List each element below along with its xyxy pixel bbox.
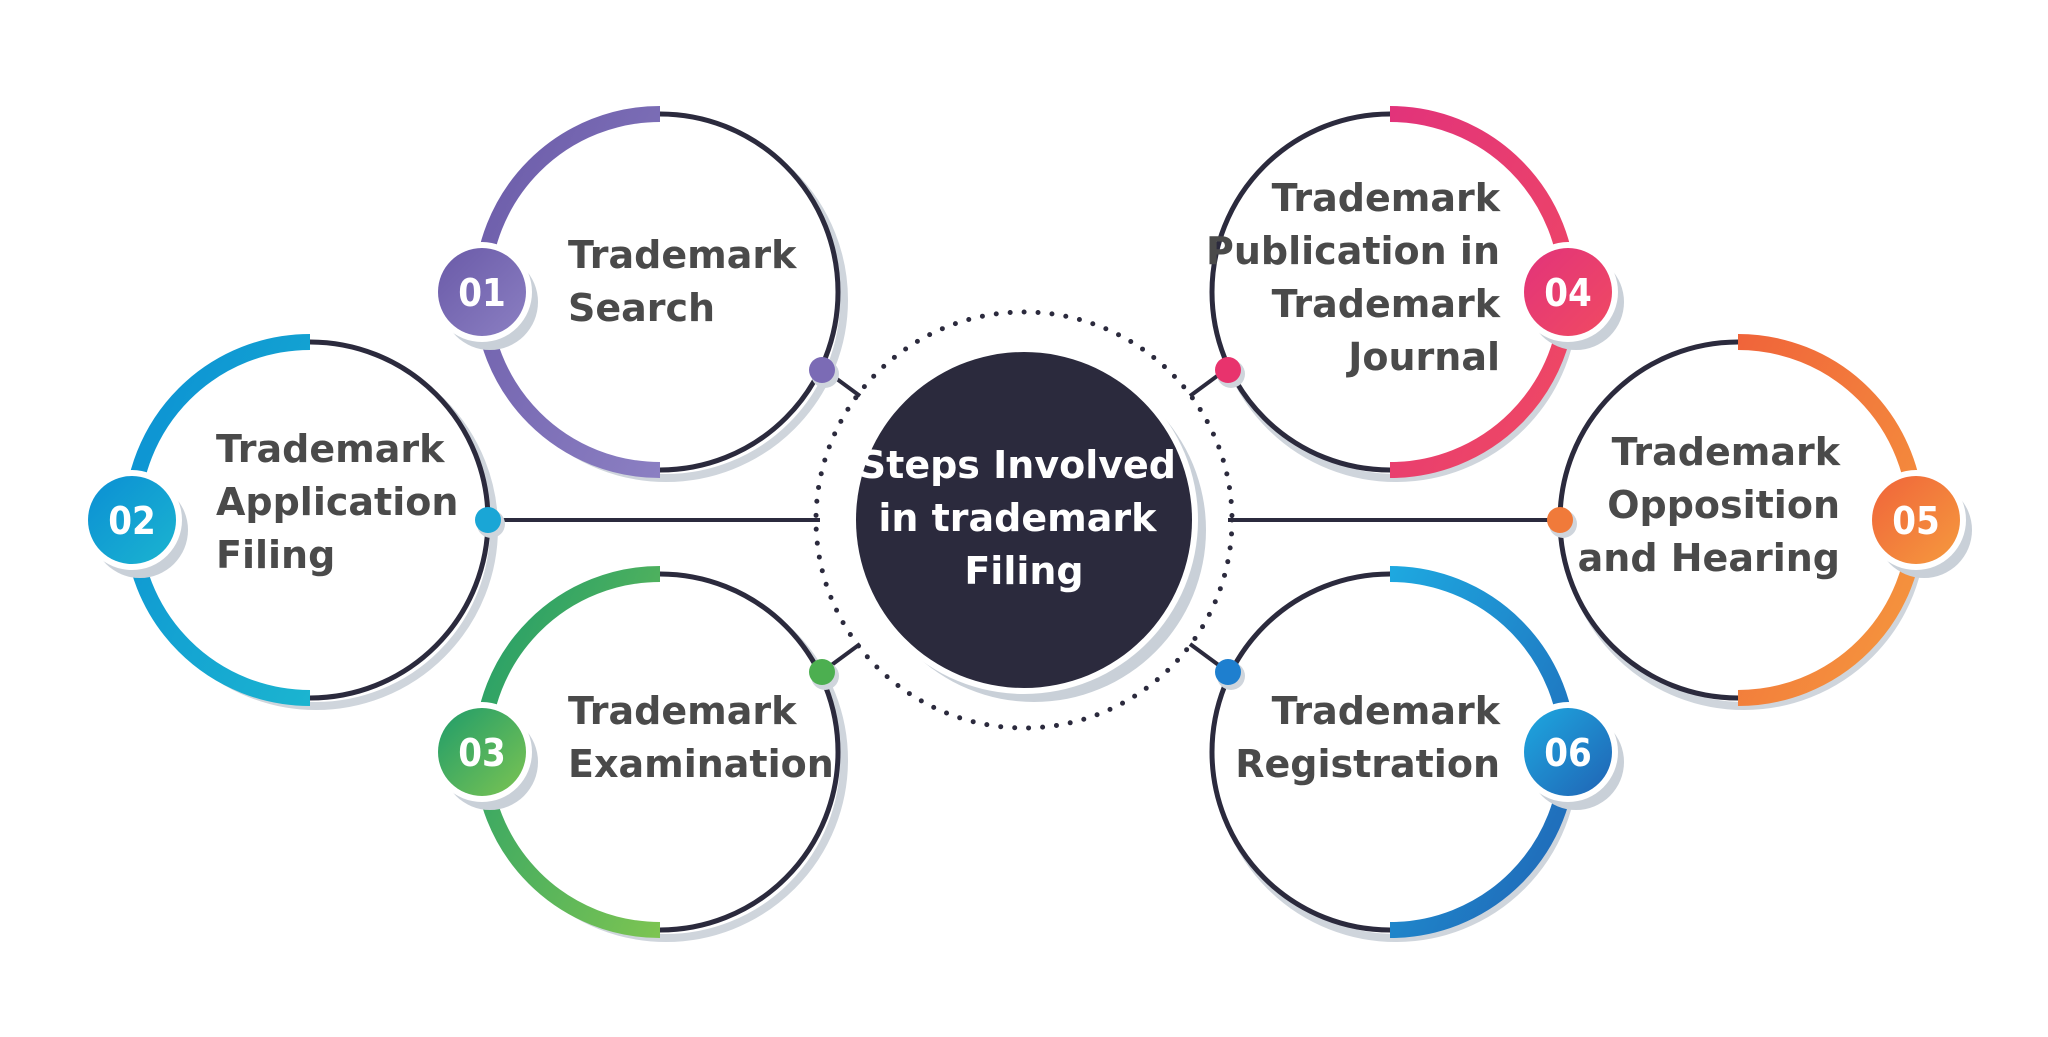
step-01-badge xyxy=(438,248,526,336)
step-03-connector-dot xyxy=(809,659,835,685)
step-05-number: 05 xyxy=(1892,499,1940,543)
step-06-number: 06 xyxy=(1544,731,1592,775)
center-dotted-ring xyxy=(813,309,1235,731)
step-04-connector-dot xyxy=(1215,357,1241,383)
step-04-label-line: Trademark xyxy=(1272,176,1501,220)
step-02-connector-dot xyxy=(475,507,501,533)
center-title-line-2: in trademark xyxy=(878,496,1157,540)
step-02-label-line: Trademark xyxy=(216,427,445,471)
step-03-number: 03 xyxy=(458,731,506,775)
step-06-label-line: Registration xyxy=(1235,742,1500,786)
step-02-label-line: Application xyxy=(216,480,458,524)
step-04-number: 04 xyxy=(1544,271,1592,315)
step-05-connector-dot xyxy=(1547,507,1573,533)
step-02-number: 02 xyxy=(108,499,156,543)
step-05-label-line: and Hearing xyxy=(1578,536,1840,580)
center-circle xyxy=(856,352,1192,688)
step-03-badge xyxy=(438,708,526,796)
step-01-label-line: Search xyxy=(568,286,715,330)
step-05-badge xyxy=(1872,476,1960,564)
center-hub: Steps Involved in trademark Filing xyxy=(813,309,1235,731)
step-06-badge xyxy=(1524,708,1612,796)
center-title-line-1: Steps Involved xyxy=(859,443,1176,487)
step-04-label-line: Trademark xyxy=(1272,282,1501,326)
step-01-connector-dot xyxy=(809,357,835,383)
step-02-label-line: Filing xyxy=(216,533,335,577)
step-04-label-line: Publication in xyxy=(1206,229,1500,273)
step-06-label-line: Trademark xyxy=(1272,689,1501,733)
step-05-label-line: Opposition xyxy=(1607,483,1840,527)
step-04-badge xyxy=(1524,248,1612,336)
step-06-connector-dot xyxy=(1215,659,1241,685)
step-03-label-line: Trademark xyxy=(568,689,797,733)
step-03-label-line: Examination xyxy=(568,742,834,786)
center-title: Steps Involved in trademark Filing xyxy=(859,443,1189,593)
step-02-badge xyxy=(88,476,176,564)
center-title-line-3: Filing xyxy=(964,549,1083,593)
step-01-label-line: Trademark xyxy=(568,233,797,277)
step-05-label-line: Trademark xyxy=(1612,430,1841,474)
step-01-number: 01 xyxy=(458,271,506,315)
step-04-label-line: Journal xyxy=(1345,335,1500,379)
